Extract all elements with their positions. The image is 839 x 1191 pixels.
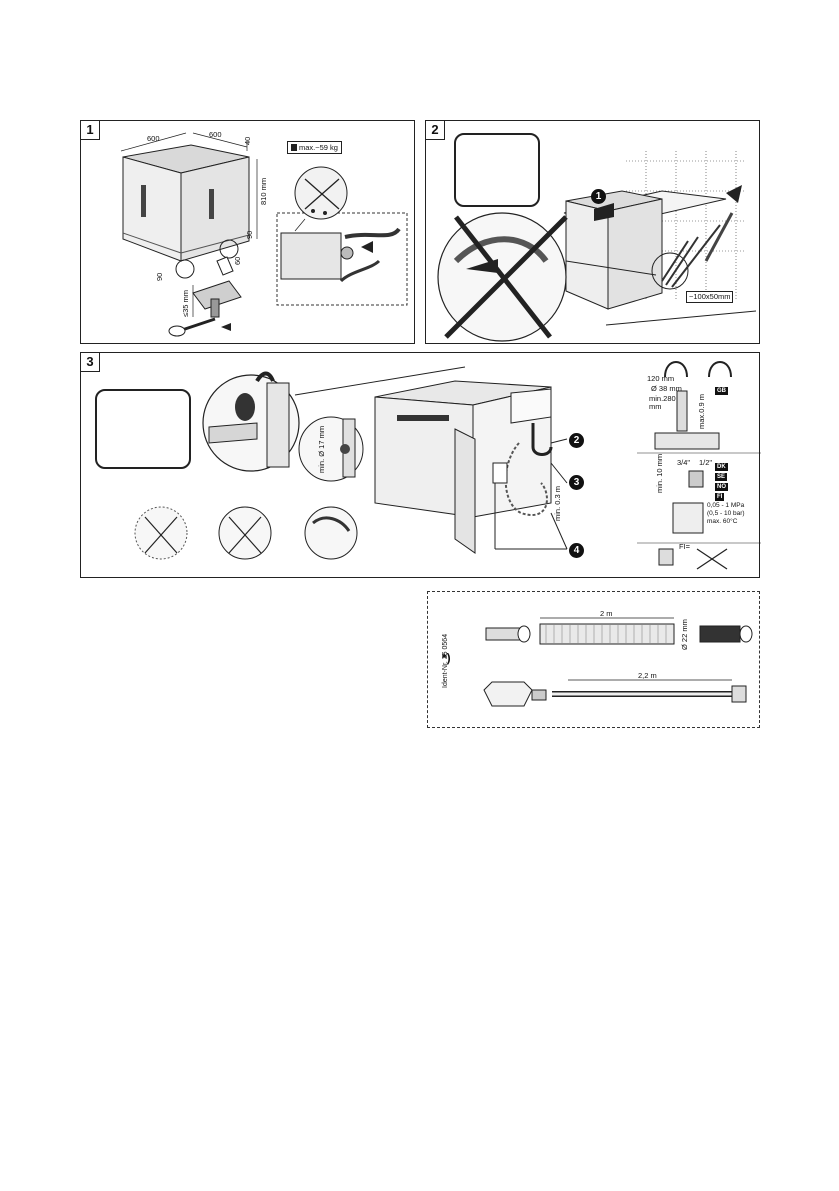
country-dk: DK [715, 463, 728, 471]
dim-min10: min. 10 mm [655, 453, 664, 493]
dim-width: 600 [147, 134, 160, 143]
weight-icon [291, 144, 297, 151]
dim-kick: 90 [245, 230, 254, 239]
thread-1-2: 1/2" [699, 458, 713, 467]
thread-3-4: 3/4" [677, 458, 691, 467]
installation-niche-drawing [437, 151, 757, 342]
step-2-badge: 2 [569, 433, 584, 448]
fi-label: FI= [679, 542, 691, 551]
dim-side: 60 [233, 256, 242, 265]
dim-leg: ≤35 mm [181, 289, 190, 317]
drain-hose-length: 2 m [600, 609, 613, 618]
dim-height: 810 mm [259, 177, 268, 205]
country-se: SE [715, 473, 728, 481]
pressure-range: 0,05 - 1 MPa [707, 502, 745, 509]
dim-gap: 90 [155, 272, 164, 281]
dim-top: 40 [243, 136, 252, 145]
dim-pipe: Ø 38 mm [651, 384, 682, 393]
step-3-badge: 3 [569, 475, 584, 490]
opening-label: ~100x50mm [686, 291, 734, 303]
panel-3: 3 [80, 352, 761, 578]
accessory-star: *) [442, 651, 451, 665]
panel-1-number: 1 [81, 121, 100, 140]
note-box [454, 133, 540, 207]
country-gb: GB [715, 387, 728, 395]
supply-hose-length: 2,2 m [638, 671, 657, 680]
dim-maxheight: max.0.9 m [697, 393, 706, 429]
country-fi: FI [715, 493, 725, 501]
accessory-hoses-box: *) Ident-Nr. 35 0564 2 m Ø 22 mm 2,2 m [427, 591, 760, 728]
pressure-bar: (0,5 - 10 bar) [707, 510, 745, 517]
connection-drawing [134, 361, 761, 570]
note-box-3 [95, 389, 191, 469]
dishwasher-freestanding-drawing [120, 132, 408, 337]
ident-number: Ident-Nr. 35 0564 [442, 633, 449, 688]
weight-label: max.~59 kg [287, 141, 342, 154]
step-1-badge: 1 [591, 189, 606, 204]
panel-3-number: 3 [81, 353, 100, 372]
hose-diameter: Ø 22 mm [680, 619, 689, 650]
dim-min03: min. 0.3 m [553, 485, 562, 521]
hoses-drawing [483, 617, 753, 707]
dim-clamp: 120 mm [647, 374, 675, 383]
panel-2: 2 1 ~100x50mm [425, 120, 760, 344]
panel-1: 1 [80, 120, 415, 344]
max-temperature: max. 60°C [707, 518, 738, 525]
dim-depth: 600 [209, 130, 222, 139]
panel-2-number: 2 [426, 121, 445, 140]
country-no: NO [715, 483, 728, 491]
step-4-badge: 4 [569, 543, 584, 558]
dim-minheight: min.280 mm [649, 394, 676, 411]
dim-min17: min. Ø 17 mm [317, 425, 326, 473]
